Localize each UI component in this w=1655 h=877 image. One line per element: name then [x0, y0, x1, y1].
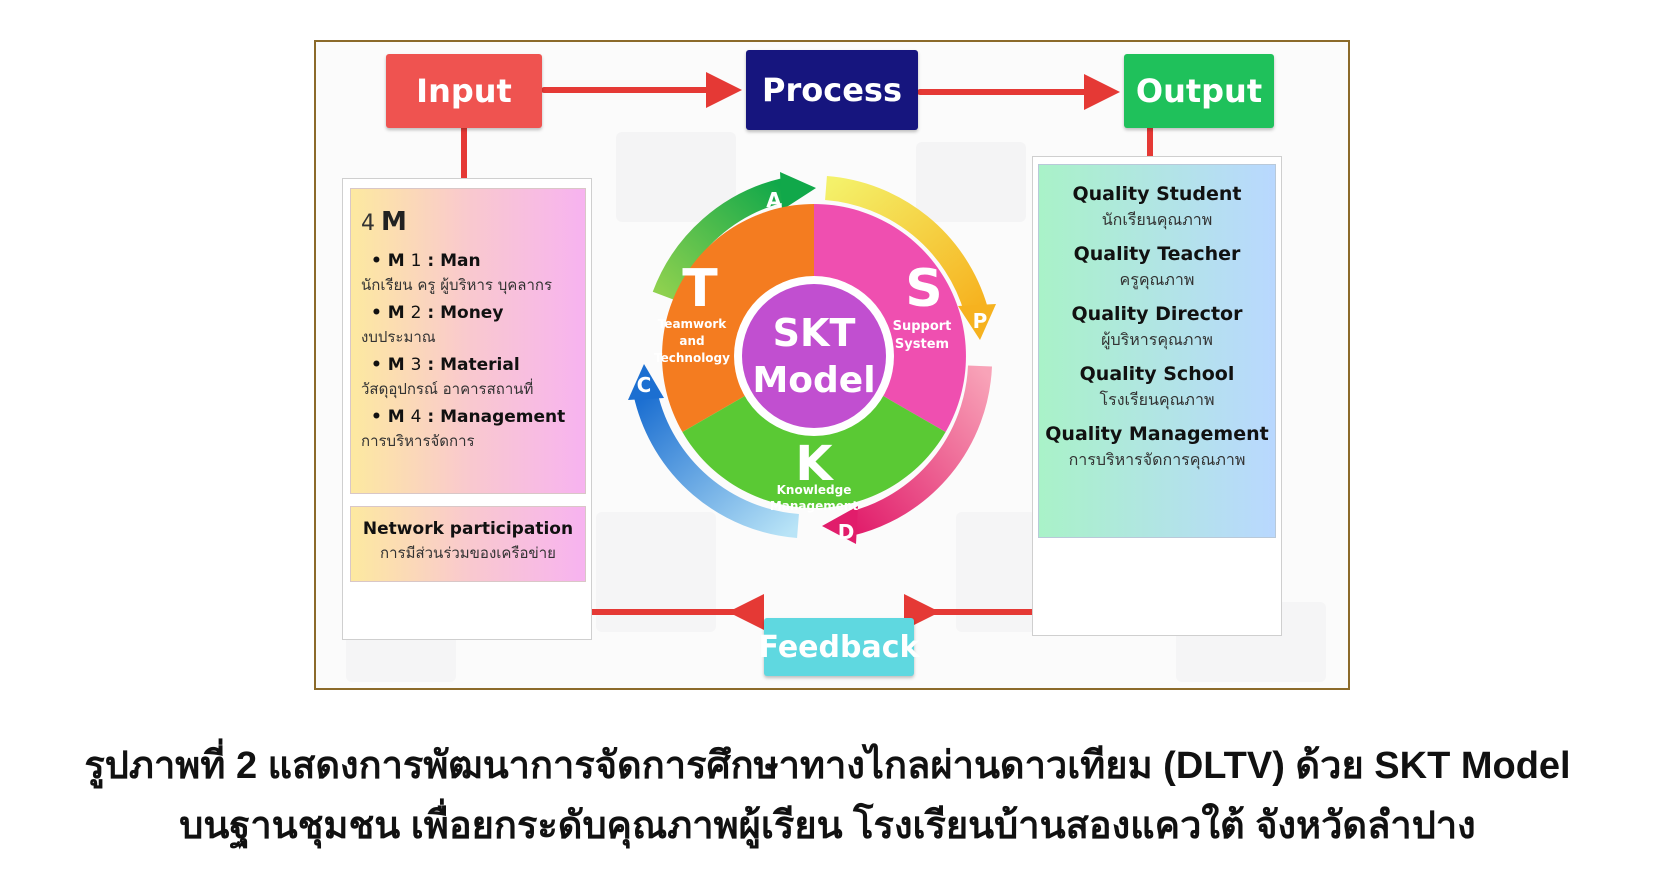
segment-s-letter: S [905, 259, 942, 319]
cycle-arc-p [824, 176, 988, 314]
cycle-arrowhead-a [780, 172, 816, 210]
quality-th: ผู้บริหารคุณภาพ [1101, 330, 1213, 349]
output-box: Output [1124, 54, 1274, 128]
m-item: • M 3 : Material [371, 355, 520, 375]
quality-en: Quality Student [1072, 183, 1242, 205]
network-desc: การมีส่วนร่วมของเครือข่าย [380, 544, 556, 562]
segment-s-label: Support [893, 319, 952, 334]
m-name: : Material [427, 355, 520, 375]
m-desc: วัสดุอุปกรณ์ อาคารสถานที่ [361, 380, 534, 398]
cycle-label-a: A [766, 188, 782, 212]
m-num: 1 [410, 251, 422, 271]
quality-th: การบริหารจัดการคุณภาพ [1068, 450, 1246, 469]
center-line2: Model [752, 360, 875, 401]
center-line1: SKT [773, 311, 856, 355]
segment-s-label: System [895, 337, 949, 352]
output-quality-panel: Quality Student นักเรียนคุณภาพ Quality T… [1038, 164, 1276, 538]
cycle-arrowhead-c [628, 364, 664, 400]
segment-t-letter: T [682, 259, 718, 319]
m-desc: นักเรียน ครู ผู้บริหาร บุคลากร [361, 276, 553, 294]
4m-title-number: 4 [361, 211, 375, 236]
cycle-label-p: P [973, 309, 988, 333]
cycle-arrowhead-p [958, 304, 996, 340]
4m-title-letter: M [381, 207, 407, 237]
feedback-box: Feedback [759, 618, 919, 676]
skt-model-wheel: A P D C SKT Model T Teamwork and Technol… [628, 172, 996, 544]
segment-k-label: Knowledge [777, 483, 852, 497]
cycle-arc-c [634, 393, 800, 538]
m-num: 3 [410, 355, 422, 375]
cycle-arc-a [652, 178, 787, 301]
segment-t-label: Teamwork [658, 317, 728, 331]
m-name: : Money [427, 303, 504, 323]
figure-caption-line1: รูปภาพที่ 2 แสดงการพัฒนาการจัดการศึกษาทา… [84, 745, 1571, 787]
m-code: M [387, 303, 405, 323]
network-title: Network participation [362, 519, 574, 539]
cycle-arc-d [847, 365, 992, 536]
center-circle [742, 284, 886, 428]
input-box: Input [386, 54, 542, 128]
figure-caption-line2: บนฐานชุมชน เพื่อยกระดับคุณภาพผู้เรียน โร… [179, 805, 1476, 847]
quality-en: Quality Teacher [1073, 243, 1241, 265]
network-participation-panel: Network participation การมีส่วนร่วมของเค… [350, 506, 586, 582]
m-code: M [387, 251, 405, 271]
quality-en: Quality Director [1071, 303, 1243, 325]
segment-k-label: Management [770, 499, 859, 513]
background-decoration [616, 132, 736, 222]
m-item: • M 4 : Management [371, 407, 566, 427]
segment-t-label: and [679, 334, 704, 348]
m-desc: การบริหารจัดการ [361, 432, 475, 450]
cycle-arrowhead-d [822, 506, 858, 544]
quality-en: Quality Management [1045, 423, 1269, 445]
segment-t-label: Technology [654, 351, 730, 365]
quality-en: Quality School [1079, 363, 1235, 385]
quality-th: โรงเรียนคุณภาพ [1099, 390, 1215, 409]
m-item: • M 2 : Money [371, 303, 504, 323]
m-name: : Man [427, 251, 481, 271]
segment-k-letter: K [795, 436, 834, 492]
m-item: • M 1 : Man [371, 251, 481, 271]
m-num: 4 [410, 407, 422, 427]
cycle-label-c: C [637, 373, 652, 397]
m-num: 2 [410, 303, 422, 323]
quality-th: ครูคุณภาพ [1119, 270, 1195, 289]
m-code: M [387, 355, 405, 375]
background-decoration [916, 142, 1026, 222]
process-box: Process [746, 50, 918, 130]
cycle-label-d: D [838, 520, 855, 544]
m-desc: งบประมาณ [361, 328, 436, 346]
quality-th: นักเรียนคุณภาพ [1101, 210, 1213, 229]
m-code: M [387, 407, 405, 427]
m-name: : Management [427, 407, 566, 427]
